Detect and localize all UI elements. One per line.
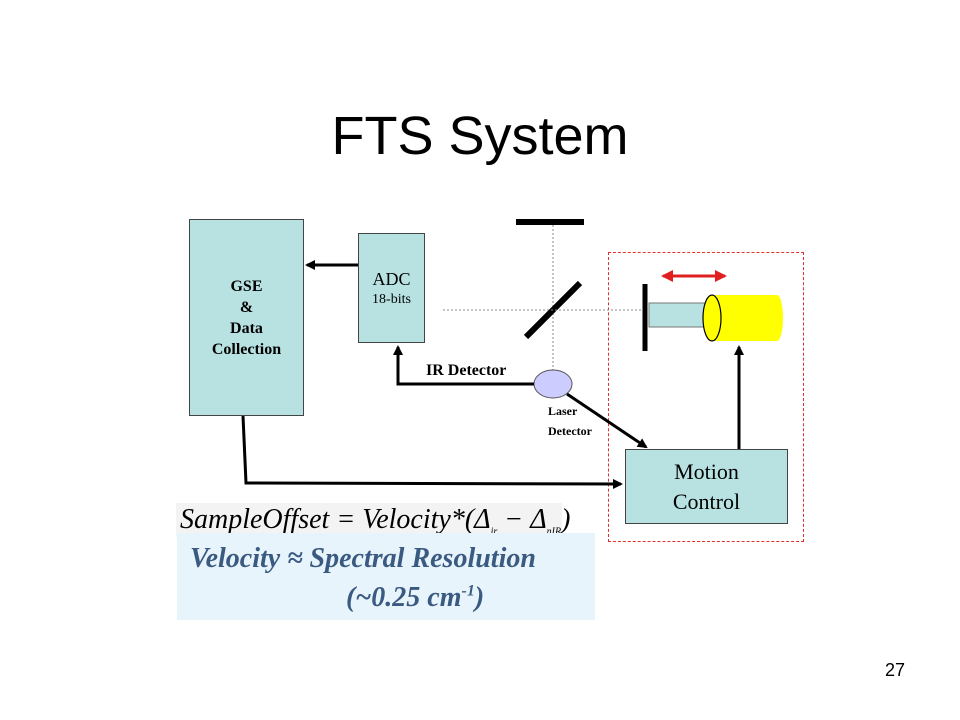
resolution-note-line1: Velocity ≈ Spectral Resolution <box>190 543 536 574</box>
formula-minus: − <box>497 504 531 535</box>
formula-sub-1: ir <box>491 527 498 538</box>
note-sup: -1 <box>461 582 475 600</box>
adc-bits-label: 18-bits <box>372 291 411 307</box>
ir-detector-label: IR Detector <box>426 362 507 379</box>
page-number: 27 <box>884 660 905 680</box>
note-suffix: ) <box>474 582 485 613</box>
ir-to-adc-arrow <box>393 345 534 386</box>
formula-velocity: Velocity <box>362 504 451 535</box>
motion-stage-frame <box>608 252 804 542</box>
formula-star: * <box>450 504 465 535</box>
motion-control-block: Motion Control <box>625 449 788 524</box>
formula-eq: = <box>329 504 363 535</box>
formula-lhs: SampleOffset <box>180 504 330 535</box>
corner-cube-body <box>712 295 777 341</box>
resolution-note-line2: (~0.25 cm-1) <box>346 582 484 614</box>
gse-to-motion-arrow <box>241 415 623 489</box>
note-prefix: (~0.25 cm <box>346 582 462 613</box>
formula-delta-2: Δ <box>530 504 547 535</box>
gse-label-3: Data <box>230 319 263 337</box>
laser-label-line2: Detector <box>548 424 592 438</box>
motion-label-2: Control <box>672 488 741 514</box>
formula-close: ) <box>561 504 571 535</box>
ir-detector-icon <box>533 369 573 399</box>
slide-title: FTS System <box>331 106 629 166</box>
gse-data-collection-block: GSE & Data Collection <box>189 219 304 416</box>
gse-label-2: & <box>239 298 254 316</box>
laser-detector-label: Laser Detector <box>548 401 592 441</box>
adc-label: ADC <box>372 268 411 289</box>
corner-cube-back <box>771 295 783 341</box>
corner-cube-face <box>702 294 722 342</box>
gse-label-4: Collection <box>211 340 282 358</box>
formula-sub-2: nIR <box>547 527 561 538</box>
formula-open: ( <box>464 504 475 535</box>
laser-label-line1: Laser <box>548 404 578 418</box>
motion-label-1: Motion <box>674 458 739 484</box>
formula-delta-1: Δ <box>474 504 491 535</box>
laser-to-motion-arrow <box>566 392 648 449</box>
adc-block: ADC 18-bits <box>358 233 425 343</box>
resolution-note-box <box>177 533 595 620</box>
gse-label-1: GSE <box>230 277 263 295</box>
sample-offset-formula: SampleOffset = Velocity*(Δir − ΔnIR) <box>176 503 570 538</box>
mirror-shaft <box>648 302 706 328</box>
